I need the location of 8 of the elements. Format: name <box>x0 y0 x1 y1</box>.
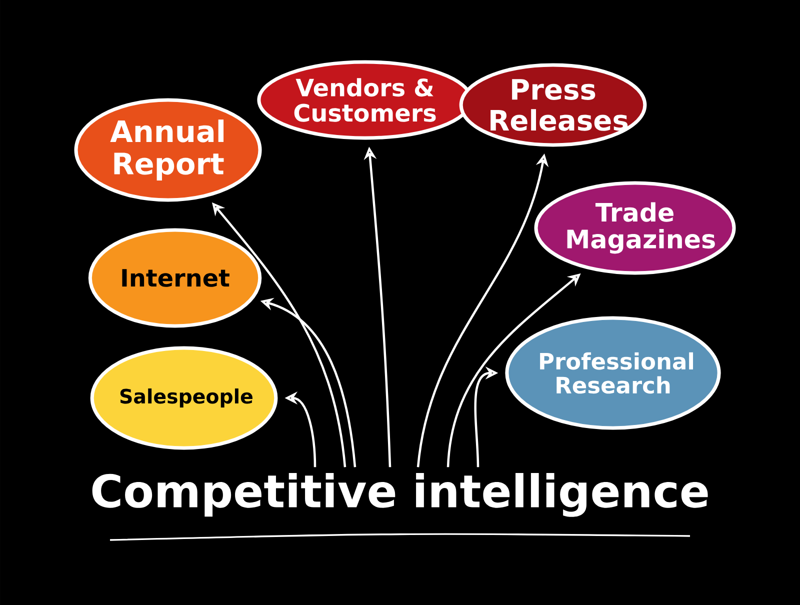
ellipse-node: Annual Report <box>74 98 262 202</box>
title-text: Competitive intelligence <box>92 473 708 517</box>
ellipse-node: Trade Magazines <box>534 181 736 275</box>
ellipse-node: Salespeople <box>90 346 278 450</box>
ellipse-node: Professional Research <box>505 316 721 430</box>
ellipse-node: Press Releases <box>459 63 647 147</box>
ellipse-node: Vendors & Customers <box>257 60 473 140</box>
ellipse-node: Internet <box>88 228 262 328</box>
